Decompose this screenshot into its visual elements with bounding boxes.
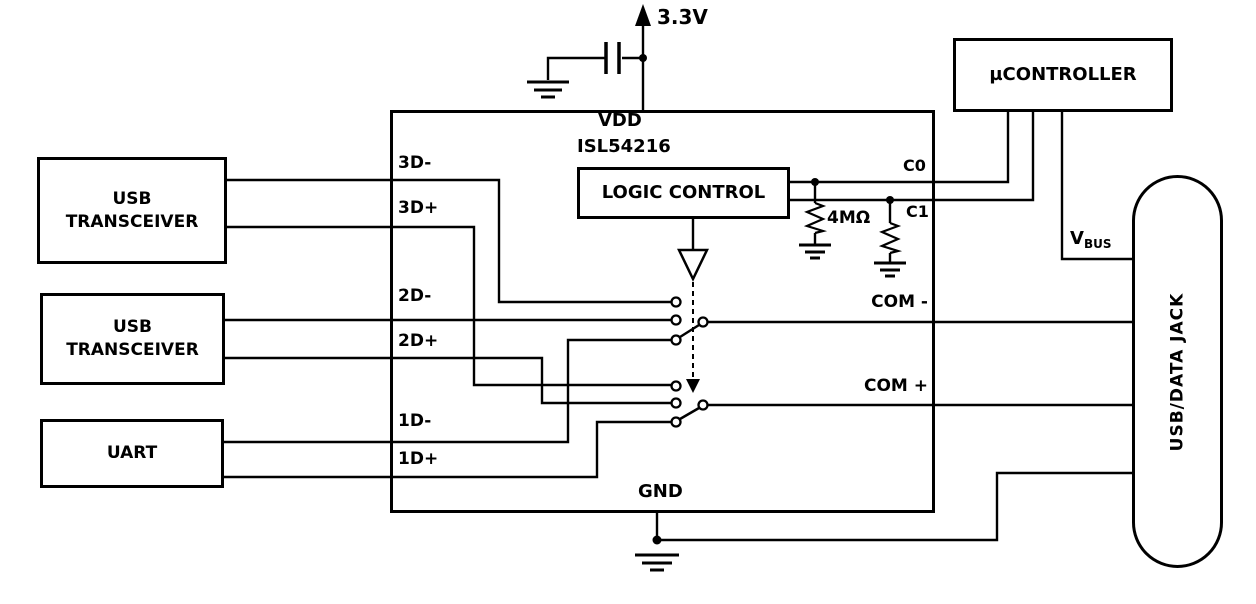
pin-label-3d-plus: 3D+ — [398, 198, 439, 218]
pin-label-2d-minus: 2D- — [398, 286, 432, 306]
vdd-pin-label: VDD — [598, 110, 642, 131]
ground-symbol-capacitor — [527, 80, 569, 99]
vbus-label-sub: BUS — [1083, 237, 1112, 251]
usb-transceiver-1-block: USB TRANSCEIVER — [37, 157, 227, 264]
decoupling-capacitor-symbol — [604, 42, 621, 74]
chip-name-label: ISL54216 — [577, 136, 671, 157]
usb-transceiver-1-label-line1: USB — [112, 188, 152, 209]
pin-label-3d-minus: 3D- — [398, 153, 432, 173]
logic-control-label: LOGIC CONTROL — [601, 181, 766, 203]
usb-transceiver-2-block: USB TRANSCEIVER — [40, 293, 225, 385]
pin-label-c0: C0 — [903, 156, 926, 175]
ground-symbol-gnd-pin — [635, 553, 679, 572]
usb-transceiver-2-label-line1: USB — [112, 317, 152, 338]
pin-label-1d-plus: 1D+ — [398, 449, 439, 469]
supply-arrow-icon — [635, 4, 651, 26]
supply-voltage-label: 3.3V — [657, 5, 708, 29]
usb-data-jack-block: USB/DATA JACK — [1132, 175, 1223, 568]
pin-label-gnd: GND — [638, 481, 683, 502]
uart-label: UART — [106, 443, 158, 464]
pin-label-2d-plus: 2D+ — [398, 331, 439, 351]
uart-block: UART — [40, 419, 224, 488]
pin-label-com-plus: COM + — [863, 376, 928, 396]
usb-transceiver-1-label-line2: TRANSCEIVER — [65, 211, 199, 232]
vbus-label-main: V — [1070, 228, 1084, 249]
microcontroller-block: µCONTROLLER — [953, 38, 1173, 112]
pulldown-resistor-value-label: 4MΩ — [827, 208, 871, 228]
wire-cap-left — [546, 56, 605, 80]
junction-gnd — [652, 535, 662, 545]
pin-label-1d-minus: 1D- — [398, 411, 432, 431]
junction-supply-cap — [639, 54, 647, 62]
usb-data-jack-label: USB/DATA JACK — [1167, 292, 1188, 451]
pin-label-com-minus: COM - — [871, 292, 928, 312]
microcontroller-label: µCONTROLLER — [989, 63, 1137, 85]
usb-transceiver-2-label-line2: TRANSCEIVER — [66, 340, 199, 360]
logic-control-block: LOGIC CONTROL — [577, 167, 790, 219]
vbus-label: VBUS — [1070, 228, 1112, 251]
pin-label-c1: C1 — [906, 202, 929, 221]
